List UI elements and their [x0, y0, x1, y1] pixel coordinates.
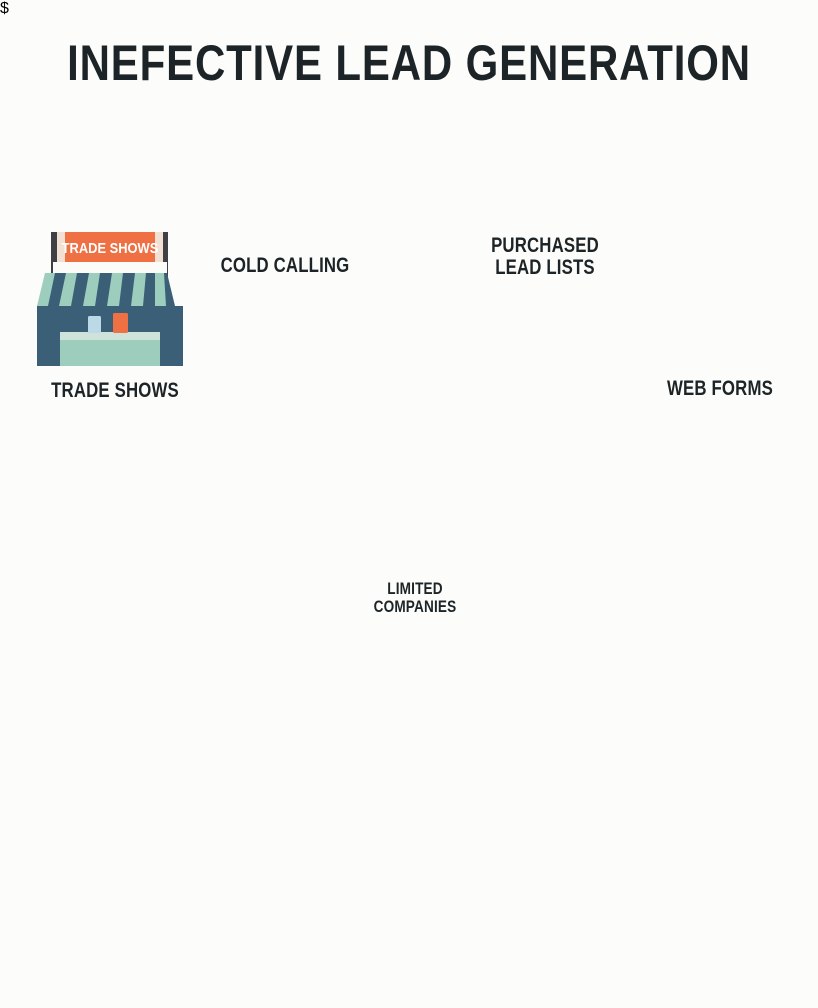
page-title: INEFECTIVE LEAD GENERATION [67, 35, 751, 91]
document-stack-icon: $ [0, 0, 9, 17]
label-limited-companies: LIMITED COMPANIES [373, 579, 457, 616]
booth-banner-text: TRADE SHOWS [62, 239, 159, 256]
stack-sheet: $ [0, 0, 9, 17]
label-cold-calling: COLD CALLING [220, 254, 350, 277]
label-purchased-lead-lists: PURCHASED LEAD LISTS [491, 234, 599, 280]
label-web-forms: WEB FORMS [667, 377, 773, 400]
stack-sheet: $ [0, 0, 9, 17]
dollar-sign-icon: $ [0, 0, 9, 17]
stack-sheet: $ [0, 0, 9, 17]
booth-awning [37, 273, 175, 306]
trade-show-booth-icon: TRADE SHOWS [37, 232, 183, 366]
label-trade-shows: TRADE SHOWS [51, 379, 179, 402]
